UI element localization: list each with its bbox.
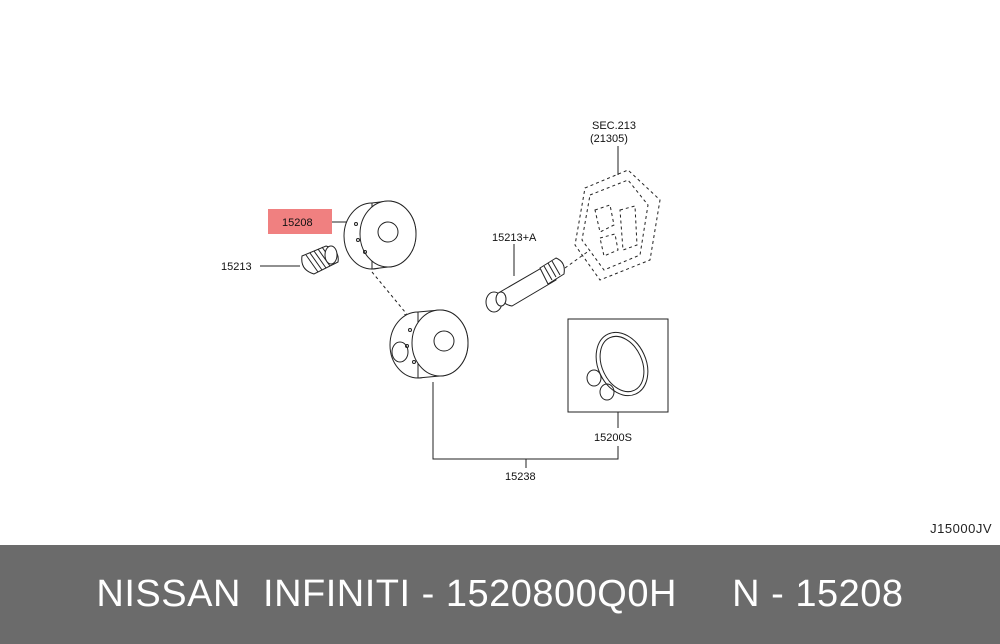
label-sec-213: SEC.213 [592,120,636,132]
label-15213: 15213 [221,261,252,273]
footer-banner: NISSAN INFINITI - 1520800Q0H N - 15208 [0,545,1000,644]
oil-filter-assembly [389,309,469,379]
highlight-15208 [268,209,332,234]
footer-title: NISSAN INFINITI - 1520800Q0H N - 15208 [96,573,904,615]
label-15208: 15208 [282,217,313,229]
seal-kit-15200s [567,318,669,413]
drawing-code: J15000JV [930,521,992,536]
bolt-15213 [301,245,339,275]
oil-filter-15208 [343,200,417,270]
label-15200s: 15200S [594,432,632,444]
label-15213a: 15213+A [492,232,537,244]
connector-15213a [485,257,565,313]
label-15238: 15238 [505,471,536,483]
housing-sec-213 [564,169,661,281]
label-sec-213-sub: (21305) [590,133,628,145]
parts-diagram: SEC.213 (21305) 15208 15213 [221,120,669,483]
